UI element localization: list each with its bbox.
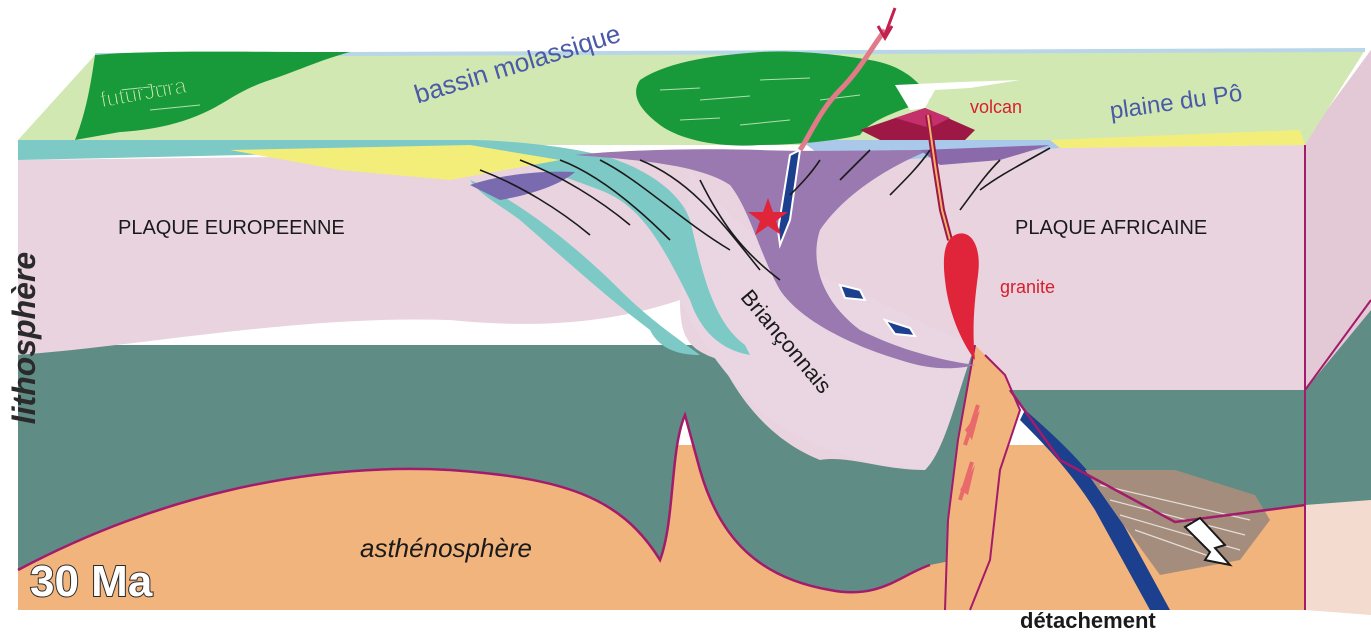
- label-asthenosphere: asthénosphère: [360, 535, 532, 561]
- label-detachement: détachement: [1020, 610, 1156, 632]
- label-lithosphere: lithosphère: [8, 252, 40, 424]
- age-label: 30 Ma: [30, 560, 152, 604]
- label-plaque-africaine: PLAQUE AFRICAINE: [1015, 218, 1207, 238]
- label-volcan: volcan: [970, 98, 1022, 116]
- label-plaque-europeenne: PLAQUE EUROPEENNE: [118, 218, 345, 238]
- label-granite: granite: [1000, 278, 1055, 296]
